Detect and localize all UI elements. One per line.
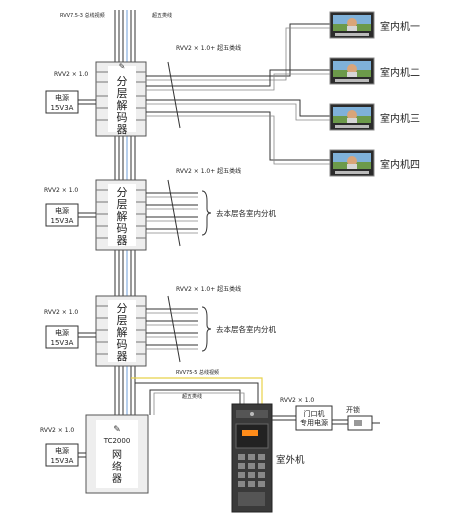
output-lines-2 <box>146 179 212 247</box>
network-label: 网络器 <box>112 449 122 485</box>
indoor-unit-2: 室内机二 <box>329 57 420 85</box>
svg-text:室内机二: 室内机二 <box>380 66 420 79</box>
power-supply-4: 电源 15V3A <box>45 443 79 467</box>
decoder-1-power-cable: RVV2 × 1.0 <box>54 71 88 78</box>
output-lines-3 <box>146 295 212 363</box>
decoder-3-label: 分层解码器 <box>117 302 128 363</box>
svg-text:室内机三: 室内机三 <box>380 112 420 125</box>
decoder-floor-2: 分层解码器 <box>95 179 147 251</box>
svg-text:电源: 电源 <box>55 206 69 215</box>
super5-label-2: 超五类线 <box>182 393 202 400</box>
svg-text:15V3A: 15V3A <box>51 217 74 225</box>
decoder-1-label: 分层解码器 <box>117 75 128 136</box>
top-bus-cable-label: RVV7.5-3 总线视频 <box>60 12 105 19</box>
decoder-3-output-cable: RVV2 × 1.0+ 超五类线 <box>176 285 241 293</box>
lock-device <box>347 415 380 431</box>
indoor-unit-3: 室内机三 <box>329 103 420 131</box>
decoder-floor-3: 分层解码器 <box>95 295 147 367</box>
svg-text:室内机一: 室内机一 <box>380 20 420 33</box>
outdoor-unit <box>231 403 273 513</box>
network-unit: ✎ TC2000 网络器 <box>85 414 149 494</box>
lock-power-supply: 门口机专用电源 <box>295 405 333 431</box>
indoor-unit-4: 室内机四 <box>329 149 420 177</box>
decoder-floor-1: ✎ 分层解码器 <box>95 61 147 137</box>
outdoor-unit-label: 室外机 <box>276 454 305 466</box>
logo-mark-1: ✎ <box>119 62 126 71</box>
power-supply-1: 电源 15V3A <box>45 90 79 114</box>
lock-power-cable: RVV2 × 1.0 <box>280 397 314 404</box>
floor-label-2: 去本层各室内分机 <box>216 208 276 218</box>
floor-label-3: 去本层各室内分机 <box>216 324 276 334</box>
decoder-3-power-cable: RVV2 × 1.0 <box>44 309 78 316</box>
power-supply-3: 电源 15V3A <box>45 325 79 349</box>
svg-text:15V3A: 15V3A <box>51 457 74 465</box>
svg-text:电源: 电源 <box>55 446 69 455</box>
network-model: TC2000 <box>103 437 131 445</box>
svg-text:室内机四: 室内机四 <box>380 158 420 171</box>
svg-text:电源: 电源 <box>55 328 69 337</box>
top-super5-label: 超五类线 <box>152 12 172 19</box>
decoder-2-power-cable: RVV2 × 1.0 <box>44 187 78 194</box>
svg-text:✎: ✎ <box>113 425 121 435</box>
svg-text:15V3A: 15V3A <box>51 104 74 112</box>
output-lines-1 <box>146 23 330 165</box>
bus-video-label: RVV75-5 总线视频 <box>176 369 219 376</box>
svg-text:15V3A: 15V3A <box>51 339 74 347</box>
indoor-unit-1: 室内机一 <box>329 11 420 39</box>
svg-text:电源: 电源 <box>55 93 69 102</box>
decoder-2-label: 分层解码器 <box>117 186 128 247</box>
network-power-cable: RVV2 × 1.0 <box>40 427 74 434</box>
decoder-1-output-cable: RVV2 × 1.0+ 超五类线 <box>176 44 241 52</box>
lock-power-label: 门口机专用电源 <box>300 409 328 427</box>
lock-label: 开锁 <box>346 405 360 414</box>
power-supply-2: 电源 15V3A <box>45 203 79 227</box>
decoder-2-output-cable: RVV2 × 1.0+ 超五类线 <box>176 167 241 175</box>
